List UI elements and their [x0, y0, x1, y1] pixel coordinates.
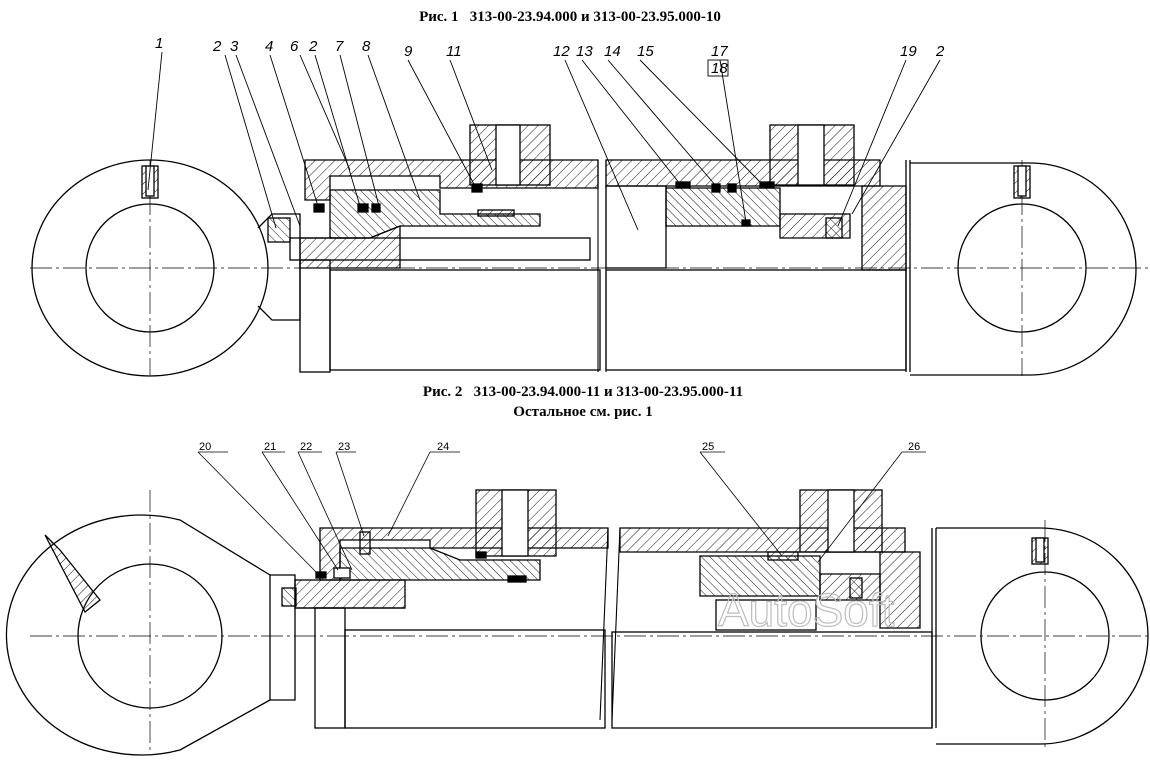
left-eye-fig2 [5, 490, 297, 756]
callout-12: 12 [553, 43, 570, 60]
callout-24: 24 [437, 441, 449, 453]
callout-21: 21 [264, 441, 276, 453]
callout-1: 1 [155, 35, 163, 52]
callout-2c: 2 [935, 43, 945, 60]
watermark: AutoSoft [718, 584, 895, 636]
callout-7: 7 [335, 38, 344, 55]
callout-4: 4 [265, 38, 273, 55]
callout-14: 14 [604, 43, 621, 60]
callout-2a: 2 [212, 38, 222, 55]
callout-15: 15 [637, 43, 654, 60]
figure1-caption: Рис. 1 313-00-23.94.000 и 313-00-23.95.0… [419, 9, 721, 25]
gland-fig1 [304, 159, 599, 239]
figure2-drawing [5, 451, 1150, 756]
callout-20: 20 [199, 441, 211, 453]
rod-fig2 [294, 579, 606, 729]
figure1-drawing [30, 51, 1150, 377]
leaders-fig2 [197, 451, 926, 575]
right-eye-fig1 [910, 160, 1137, 376]
callout-6: 6 [290, 38, 299, 55]
right-eye-fig2 [936, 520, 1149, 750]
callout-9: 9 [404, 43, 413, 60]
callout-13: 13 [576, 43, 593, 60]
callout-19: 19 [900, 43, 917, 60]
callout-2b: 2 [308, 38, 318, 55]
callout-18: 18 [711, 60, 728, 77]
callout-18-box [707, 59, 729, 77]
leaders-fig1 [147, 51, 941, 231]
rod-fig1 [289, 225, 601, 373]
callout-25: 25 [702, 441, 714, 453]
callout-23: 23 [338, 441, 350, 453]
callout-22: 22 [300, 441, 312, 453]
callouts-fig1: 1 2 3 4 6 2 7 8 9 11 12 13 14 15 17 18 1… [155, 35, 945, 77]
end-cap-fig1 [861, 185, 907, 271]
gland-fig2 [315, 527, 609, 583]
figure2-caption: Рис. 2 313-00-23.94.000-11 и 313-00-23.9… [422, 384, 744, 400]
callouts-fig2: 20 21 22 23 24 25 26 [199, 441, 920, 453]
callout-17: 17 [711, 43, 728, 60]
figure2-subcaption: Остальное см. рис. 1 [513, 404, 653, 420]
callout-3: 3 [230, 38, 239, 55]
callout-8: 8 [362, 38, 371, 55]
callout-11: 11 [446, 43, 462, 60]
callout-26: 26 [908, 441, 920, 453]
